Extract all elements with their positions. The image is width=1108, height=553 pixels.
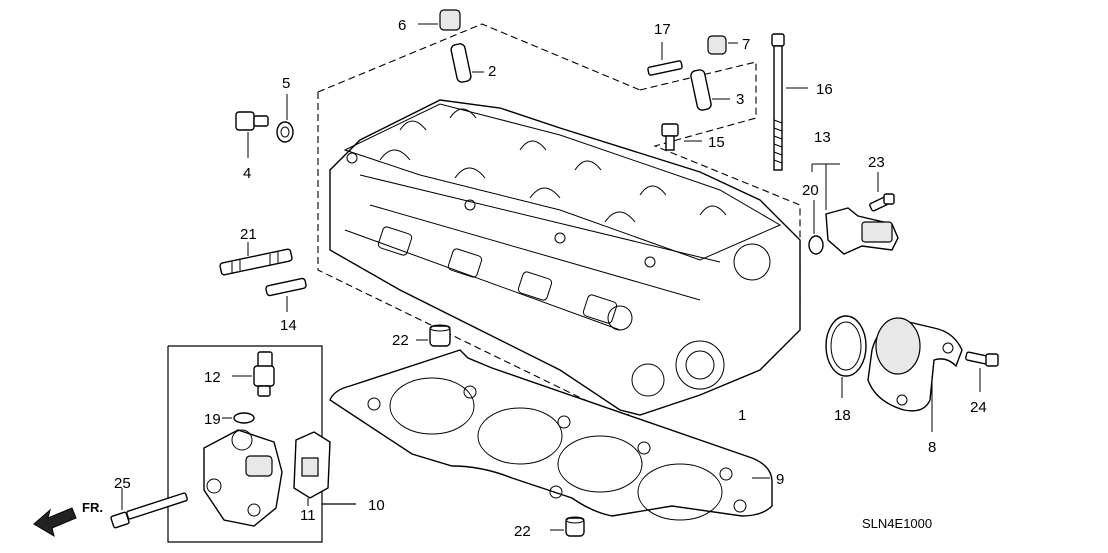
dowel-pin-upper[interactable] bbox=[416, 324, 451, 347]
bolt-25[interactable] bbox=[110, 488, 188, 529]
callout-6: 6 bbox=[398, 17, 406, 34]
callout-17: 17 bbox=[654, 21, 671, 38]
callout-18: 18 bbox=[834, 407, 851, 424]
head-gasket[interactable] bbox=[329, 349, 773, 521]
stud-bolt-14[interactable] bbox=[265, 277, 307, 312]
o-ring-19[interactable] bbox=[222, 412, 255, 424]
front-arrow-icon bbox=[33, 507, 77, 538]
callout-22-upper: 22 bbox=[392, 332, 409, 349]
bolt-15[interactable] bbox=[661, 123, 702, 151]
callout-5: 5 bbox=[282, 75, 290, 92]
head-bolt[interactable] bbox=[771, 33, 808, 171]
front-label: FR. bbox=[82, 500, 103, 515]
callout-20: 20 bbox=[802, 182, 819, 199]
bolt-24[interactable] bbox=[965, 351, 999, 392]
callout-2: 2 bbox=[488, 63, 496, 80]
callout-10: 10 bbox=[368, 497, 385, 514]
callout-11: 11 bbox=[300, 507, 316, 524]
oil-pressure-switch[interactable] bbox=[232, 351, 275, 397]
callout-12: 12 bbox=[204, 369, 221, 386]
dowel-pin-lower[interactable] bbox=[550, 516, 585, 537]
diagram-code: SLN4E1000 bbox=[862, 516, 932, 531]
callout-24: 24 bbox=[970, 399, 987, 416]
filter-gasket-11[interactable] bbox=[293, 431, 331, 506]
head-assembly-outline bbox=[317, 23, 801, 419]
valve-guide-exhaust[interactable] bbox=[690, 69, 730, 111]
cam-position-sensor[interactable] bbox=[811, 163, 899, 255]
cylinder-head[interactable] bbox=[329, 99, 801, 416]
valve-seal[interactable] bbox=[418, 9, 461, 31]
callout-13: 13 bbox=[814, 129, 831, 146]
callout-7: 7 bbox=[742, 36, 750, 53]
callout-16: 16 bbox=[816, 81, 833, 98]
o-ring-20[interactable] bbox=[808, 200, 824, 255]
stud-bolt-21[interactable] bbox=[219, 242, 293, 276]
water-outlet[interactable] bbox=[867, 317, 963, 432]
o-ring-gasket-18[interactable] bbox=[825, 315, 867, 398]
callout-8: 8 bbox=[928, 439, 936, 456]
callout-19: 19 bbox=[204, 411, 221, 428]
callout-1: 1 bbox=[738, 407, 746, 424]
callout-23: 23 bbox=[868, 154, 885, 171]
callout-21: 21 bbox=[240, 226, 257, 243]
stud-bolt-17[interactable] bbox=[647, 42, 683, 76]
callout-14: 14 bbox=[280, 317, 297, 334]
callout-25: 25 bbox=[114, 475, 131, 492]
spool-valve-group-outline bbox=[167, 345, 356, 543]
spool-valve[interactable] bbox=[203, 429, 283, 527]
callout-15: 15 bbox=[708, 134, 725, 151]
callout-9: 9 bbox=[776, 471, 784, 488]
callout-22-lower: 22 bbox=[514, 523, 531, 540]
callout-3: 3 bbox=[736, 91, 744, 108]
washer-5[interactable] bbox=[276, 94, 294, 143]
bolt-23[interactable] bbox=[869, 172, 895, 212]
valve-guide[interactable] bbox=[450, 43, 484, 83]
callout-4: 4 bbox=[243, 165, 251, 182]
valve-seal-exhaust[interactable] bbox=[707, 35, 738, 55]
sealing-bolt[interactable] bbox=[235, 111, 269, 158]
